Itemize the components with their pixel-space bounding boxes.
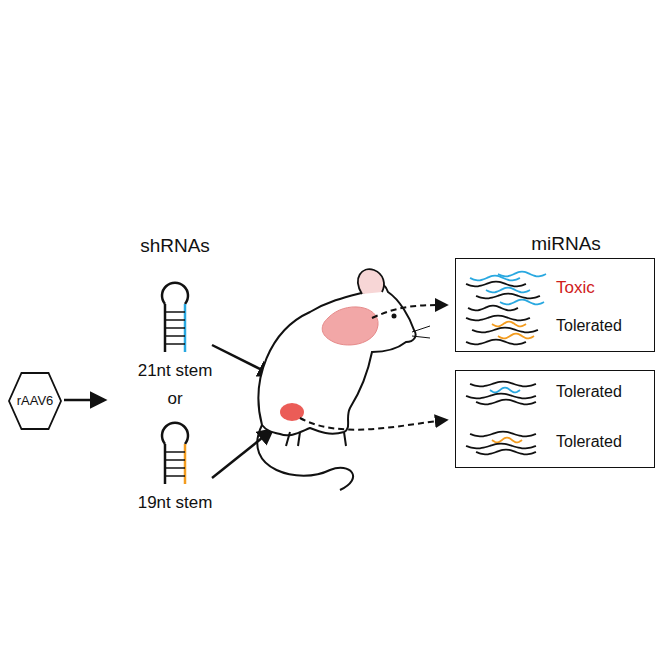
- read-line: [476, 400, 536, 405]
- arrow: [64, 399, 104, 402]
- read-line: [466, 340, 526, 345]
- dashed-arrow: [300, 418, 446, 430]
- read-line: [468, 306, 518, 311]
- node-text: rAAV6: [17, 394, 54, 408]
- hairpin-label: 19nt stem: [138, 494, 213, 513]
- read-line: [498, 334, 534, 339]
- read-line: [470, 382, 536, 387]
- mirna-reads: [466, 272, 546, 455]
- node-text: Tolerated: [556, 433, 622, 451]
- read-line: [498, 272, 546, 277]
- read-line: [486, 288, 530, 293]
- vector-hexagon: rAAV6: [8, 372, 62, 430]
- read-line: [466, 282, 526, 287]
- read-line: [492, 322, 526, 327]
- hairpin-label: 21nt stem: [138, 362, 213, 381]
- read-line: [466, 316, 530, 321]
- node-text: Tolerated: [556, 383, 622, 401]
- read-line: [466, 394, 536, 399]
- node-text: Toxic: [556, 279, 595, 298]
- read-line: [470, 432, 536, 437]
- read-line: [476, 294, 540, 299]
- read-line: [492, 438, 522, 443]
- node-text: Tolerated: [556, 317, 622, 335]
- outcome-box: ToxicTolerated: [455, 258, 655, 352]
- hairpin-19nt: [162, 423, 188, 484]
- or-label: or: [167, 390, 182, 409]
- hairpin-21nt: [162, 283, 188, 352]
- read-line: [472, 328, 538, 333]
- group-title: shRNAs: [140, 236, 210, 257]
- read-line: [500, 300, 544, 305]
- dashed-arrow: [372, 305, 446, 318]
- group-title: miRNAs: [531, 234, 601, 255]
- arrow: [212, 430, 272, 478]
- mouse: [257, 269, 430, 490]
- read-line: [470, 276, 520, 281]
- read-line: [466, 444, 536, 449]
- read-line: [476, 450, 536, 455]
- outcome-box: ToleratedTolerated: [455, 370, 655, 468]
- read-line: [490, 388, 520, 393]
